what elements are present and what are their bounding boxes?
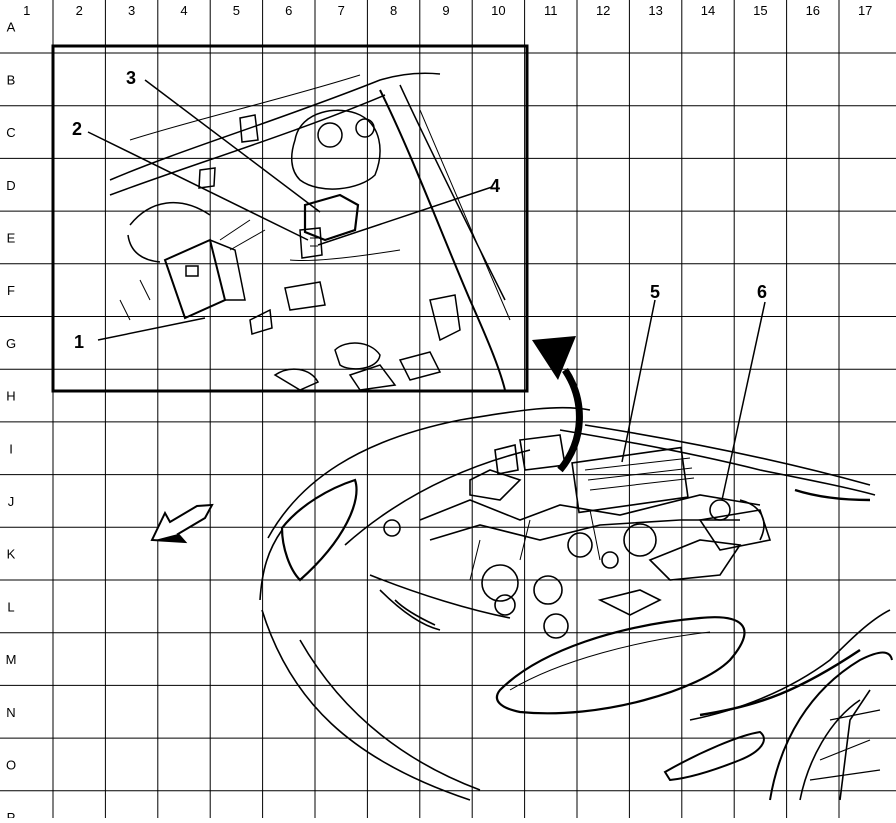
grid-column-label: 6	[285, 3, 292, 18]
grid-row-label: F	[7, 283, 15, 298]
grid-column-label: 2	[76, 3, 83, 18]
grid-column-label: 14	[701, 3, 715, 18]
callout-3: 3	[126, 68, 136, 88]
leader-line-4	[317, 186, 493, 246]
grid-column-label: 4	[180, 3, 187, 18]
callout-labels: 1 2 3 4 5 6	[72, 68, 767, 352]
callout-4: 4	[490, 176, 500, 196]
inset-frame	[51, 44, 529, 393]
grid-row-label: G	[6, 336, 16, 351]
grid-row-label: J	[8, 494, 15, 509]
direction-arrow-icon	[150, 503, 214, 544]
grid-row-label: P	[7, 810, 16, 818]
grid-column-label: 10	[491, 3, 505, 18]
leader-line-2	[87, 131, 309, 241]
vehicle-body-drawing	[259, 406, 893, 801]
leader-line-6	[721, 301, 766, 501]
grid-column-label: 1	[23, 3, 30, 18]
grid-column-label: 11	[544, 3, 558, 18]
grid-row-label: D	[6, 178, 15, 193]
callout-2: 2	[72, 119, 82, 139]
callout-6: 6	[757, 282, 767, 302]
grid-row-labels: A B C D E F G H I J K L M N O P	[6, 20, 17, 823]
grid-column-label: 5	[233, 3, 240, 18]
grid-row-label: B	[7, 72, 16, 87]
grid-column-label: 3	[128, 3, 135, 18]
grid-column-label: 17	[858, 3, 872, 18]
grid-column-label: 12	[596, 3, 610, 18]
grid-row-label: C	[6, 125, 15, 140]
grid-column-label: 16	[806, 3, 820, 18]
grid-row-label: O	[6, 757, 16, 772]
leader-line-3	[144, 79, 321, 213]
grid-row-label: A	[7, 20, 16, 35]
callout-leader-lines	[87, 79, 766, 501]
grid-row-label: E	[7, 230, 16, 245]
grid-row-label: K	[7, 547, 16, 562]
leader-line-5	[621, 299, 656, 463]
grid-row-label: N	[6, 705, 15, 720]
callout-1: 1	[74, 332, 84, 352]
grid-column-label: 7	[338, 3, 345, 18]
curved-zoom-arrow-icon	[532, 336, 583, 473]
grid-row-label: M	[6, 652, 17, 667]
grid-row-label: I	[9, 441, 13, 456]
callout-5: 5	[650, 282, 660, 302]
grid-row-label: H	[6, 389, 15, 404]
grid-column-label: 8	[390, 3, 397, 18]
leader-line-1	[97, 317, 206, 341]
grid-column-label: 15	[753, 3, 767, 18]
grid-column-label: 13	[648, 3, 662, 18]
grid-column-label: 9	[442, 3, 449, 18]
inset-detail-drawing	[109, 72, 511, 391]
grid-row-label: L	[7, 599, 14, 614]
